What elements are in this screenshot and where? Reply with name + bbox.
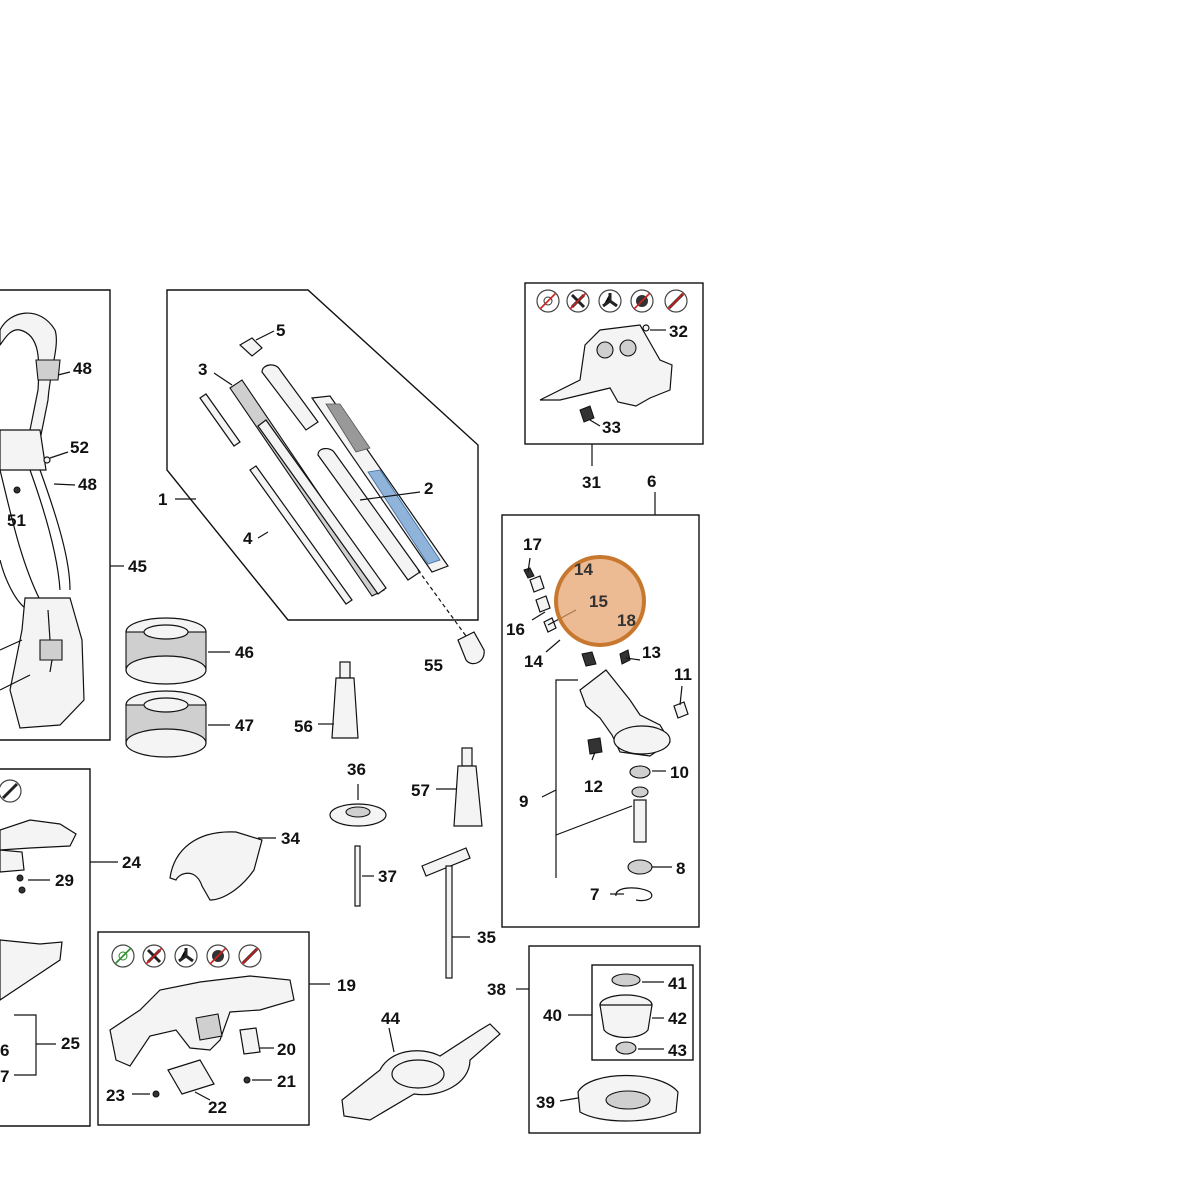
callout-33: 33 xyxy=(602,418,621,437)
blade-3-tooth-icon xyxy=(174,944,198,968)
blade-3-tooth-icon xyxy=(598,289,622,313)
callout-20: 20 xyxy=(277,1040,296,1059)
callout-38: 38 xyxy=(487,980,506,999)
usage-icons-top xyxy=(536,289,688,313)
callout-43: 43 xyxy=(668,1041,687,1060)
callout-45: 45 xyxy=(128,557,147,576)
callout-34: 34 xyxy=(281,829,300,848)
guard-31-group: 32 33 31 6 xyxy=(524,282,704,515)
guard-24-group: 29 24 25 6 7 xyxy=(0,768,141,1127)
callout-48: 48 xyxy=(73,359,92,378)
callout-52: 52 xyxy=(70,438,89,457)
callout-15: 15 xyxy=(589,592,608,611)
grease-tubes: 56 57 xyxy=(294,661,483,827)
callout-18: 18 xyxy=(617,611,636,630)
callout-36: 36 xyxy=(347,760,366,779)
blade-4-tooth-icon xyxy=(566,289,590,313)
callout-51: 51 xyxy=(7,511,26,530)
callout-10: 10 xyxy=(670,763,689,782)
callout-13: 13 xyxy=(642,643,661,662)
callout-6-left: 6 xyxy=(0,1041,9,1060)
handle-44: 44 xyxy=(341,1009,501,1121)
callout-24: 24 xyxy=(122,853,141,872)
highlight-circle xyxy=(554,555,646,647)
blade-2-tooth-icon xyxy=(238,944,262,968)
callout-25: 25 xyxy=(61,1034,80,1053)
callout-21: 21 xyxy=(277,1072,296,1091)
callout-2: 2 xyxy=(424,479,433,498)
callout-44: 44 xyxy=(381,1009,400,1028)
callout-3: 3 xyxy=(198,360,207,379)
tools-group: 36 37 35 xyxy=(329,760,496,979)
callout-39: 39 xyxy=(536,1093,555,1112)
callout-48: 48 xyxy=(78,475,97,494)
harness-group: 48 52 48 51 45 xyxy=(0,289,147,741)
callout-42: 42 xyxy=(668,1009,687,1028)
callout-32: 32 xyxy=(669,322,688,341)
trimmer-head-group: 38 40 41 42 43 39 xyxy=(487,945,701,1134)
blade-2-tooth-icon xyxy=(664,289,688,313)
callout-4: 4 xyxy=(243,529,253,548)
safety-glasses: 34 xyxy=(169,829,300,901)
callout-14: 14 xyxy=(574,560,593,579)
callout-55: 55 xyxy=(424,656,443,675)
saw-blade-icon xyxy=(206,944,230,968)
callout-1: 1 xyxy=(158,490,167,509)
callout-16: 16 xyxy=(506,620,525,639)
trimmer-head-icon xyxy=(536,289,560,313)
callout-41: 41 xyxy=(668,974,687,993)
callout-7-left: 7 xyxy=(0,1067,9,1086)
callout-5: 5 xyxy=(276,321,285,340)
usage-icons-bottom xyxy=(111,944,262,968)
callout-40: 40 xyxy=(543,1006,562,1025)
callout-35: 35 xyxy=(477,928,496,947)
callout-12: 12 xyxy=(584,777,603,796)
shaft-group: 1 3 5 4 2 55 xyxy=(158,289,485,675)
callout-31: 31 xyxy=(582,473,601,492)
callout-23: 23 xyxy=(106,1086,125,1105)
saw-blade-icon xyxy=(630,289,654,313)
callout-47: 47 xyxy=(235,716,254,735)
callout-11: 11 xyxy=(674,665,692,684)
guard-19-group: 19 20 21 22 23 xyxy=(97,931,356,1126)
blade-2-tooth-icon xyxy=(0,779,22,803)
blade-4-tooth-icon xyxy=(142,944,166,968)
callout-46: 46 xyxy=(235,643,254,662)
callout-7: 7 xyxy=(590,885,599,904)
trimmer-head-icon xyxy=(111,944,135,968)
callout-37: 37 xyxy=(378,867,397,886)
callout-22: 22 xyxy=(208,1098,227,1117)
callout-57: 57 xyxy=(411,781,430,800)
callout-8: 8 xyxy=(676,859,685,878)
callout-19: 19 xyxy=(337,976,356,995)
gear-head-group: 17 14 15 18 16 14 13 11 10 12 9 8 7 xyxy=(501,514,700,928)
callout-29: 29 xyxy=(55,871,74,890)
callout-9: 9 xyxy=(519,792,528,811)
trimmer-line-spools: 46 47 xyxy=(125,617,254,758)
callout-56: 56 xyxy=(294,717,313,736)
callout-17: 17 xyxy=(523,535,542,554)
callout-14: 14 xyxy=(524,652,543,671)
callout-6: 6 xyxy=(647,472,656,491)
